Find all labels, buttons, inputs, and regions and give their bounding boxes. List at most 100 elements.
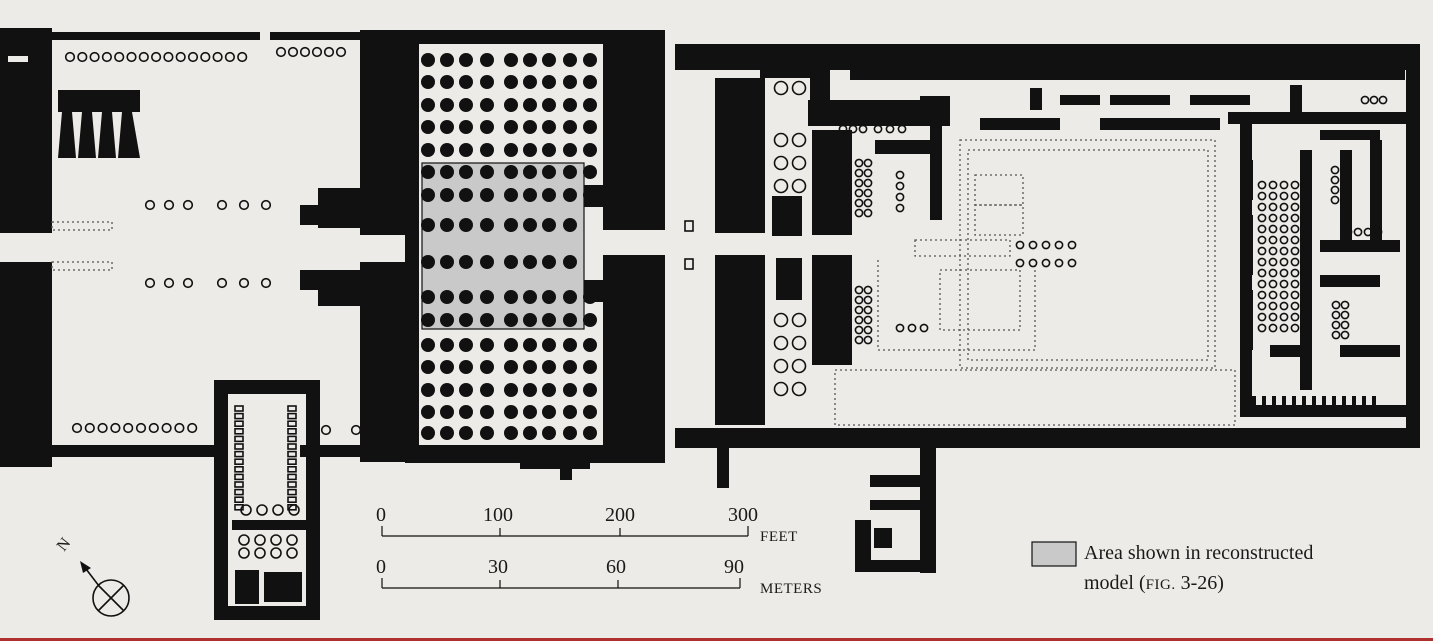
column	[542, 143, 556, 157]
column	[440, 383, 454, 397]
column	[421, 360, 435, 374]
column	[504, 53, 518, 67]
column	[583, 188, 597, 202]
column-ring	[101, 51, 112, 63]
column	[523, 313, 537, 327]
column	[542, 426, 556, 440]
column-ring	[212, 51, 223, 63]
column	[459, 53, 473, 67]
column-ring	[1054, 240, 1064, 250]
column	[504, 120, 518, 134]
column	[480, 290, 494, 304]
column-ring	[791, 358, 807, 374]
niche	[234, 496, 244, 504]
column-ring	[854, 178, 864, 188]
column-ring	[1067, 258, 1077, 268]
niche	[287, 405, 297, 412]
column-ring	[773, 80, 789, 96]
column-ring	[200, 51, 211, 63]
column	[542, 165, 556, 179]
column-ring	[1257, 191, 1267, 201]
column-ring	[1279, 180, 1289, 190]
column	[459, 75, 473, 89]
niche	[287, 427, 297, 435]
column	[523, 98, 537, 112]
column-ring	[182, 277, 194, 289]
column	[523, 53, 537, 67]
meters-tick-60: 60	[606, 556, 626, 578]
column-ring	[286, 534, 298, 546]
column	[504, 405, 518, 419]
niche	[234, 412, 244, 420]
column	[563, 338, 577, 352]
column	[421, 75, 435, 89]
column-ring	[873, 124, 883, 134]
column-ring	[1268, 290, 1278, 300]
pilaster	[1292, 396, 1296, 406]
column	[583, 75, 597, 89]
column-ring	[1279, 290, 1289, 300]
column-ring	[1279, 301, 1289, 311]
column-ring	[863, 198, 873, 208]
column	[421, 143, 435, 157]
column	[504, 255, 518, 269]
column	[563, 313, 577, 327]
column	[504, 143, 518, 157]
column	[459, 360, 473, 374]
column-ring	[1279, 191, 1289, 201]
column-ring	[1257, 246, 1267, 256]
forecourt	[0, 28, 360, 620]
column-ring	[863, 208, 873, 218]
legend-line-2: model (FIG. 3-26)	[1084, 572, 1224, 594]
column-ring	[1268, 213, 1278, 223]
column	[459, 120, 473, 134]
column	[480, 405, 494, 419]
column-ring	[1279, 202, 1289, 212]
column-ring	[123, 422, 134, 434]
column-ring	[1373, 227, 1383, 237]
column-ring	[791, 178, 807, 194]
meters-tick-90: 90	[724, 556, 744, 578]
column-ring	[1257, 202, 1267, 212]
column	[542, 98, 556, 112]
column-ring	[1290, 224, 1300, 234]
column	[440, 143, 454, 157]
niche	[287, 473, 297, 481]
column-ring	[1290, 213, 1300, 223]
niche	[287, 435, 297, 443]
column-ring	[89, 51, 100, 63]
niche	[234, 405, 244, 412]
column-ring	[791, 132, 807, 148]
column-ring	[1290, 180, 1300, 190]
column	[523, 405, 537, 419]
column-ring	[187, 422, 198, 434]
column	[440, 360, 454, 374]
page-edge	[0, 638, 1433, 641]
column-ring	[1257, 213, 1267, 223]
column	[440, 75, 454, 89]
scale-meters: 0 30 60 90 METERS	[376, 556, 822, 597]
column-ring	[1268, 323, 1278, 333]
column	[504, 75, 518, 89]
niche	[287, 496, 297, 504]
column	[504, 426, 518, 440]
column	[480, 255, 494, 269]
column	[440, 290, 454, 304]
column-ring	[1340, 320, 1350, 330]
column	[523, 255, 537, 269]
column	[542, 405, 556, 419]
column-ring	[854, 335, 864, 345]
column-ring	[1343, 227, 1353, 237]
column-ring	[260, 199, 272, 211]
column	[583, 143, 597, 157]
column	[504, 290, 518, 304]
column	[480, 383, 494, 397]
column	[421, 338, 435, 352]
column	[504, 383, 518, 397]
column	[583, 313, 597, 327]
column	[421, 120, 435, 134]
north-letter: N	[54, 535, 75, 555]
column-ring	[238, 199, 250, 211]
column-ring	[1279, 312, 1289, 322]
column	[583, 383, 597, 397]
